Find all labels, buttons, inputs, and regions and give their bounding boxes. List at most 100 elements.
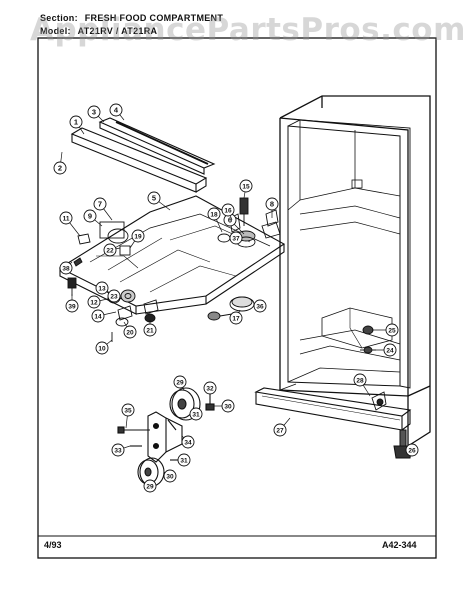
callout-number: 30 [224,404,232,411]
callout-33: 33 [111,443,131,457]
callout-bubble [353,373,367,387]
callout-bubble [221,203,235,217]
footer-diagram-code: A42-344 [382,540,417,550]
callout-bubble [177,453,191,467]
callout-number: 37 [232,236,240,243]
callout-31: 31 [189,407,203,421]
callout-4: 4 [109,103,125,121]
callout-number: 6 [228,216,232,225]
callout-bubble [87,295,101,309]
callout-bubble [65,299,79,313]
callout-number: 26 [408,448,416,455]
callout-14: 14 [91,309,117,323]
callout-31: 31 [176,453,191,467]
callout-bubble [405,443,419,457]
callout-number: 34 [184,440,192,447]
cabinet-hardware [360,325,387,411]
callout-number: 33 [114,448,122,455]
callout-number: 38 [62,266,70,273]
callout-bubble [131,229,145,243]
callout-number: 9 [88,212,92,221]
callout-number: 3 [92,108,96,117]
callout-bubble [221,399,235,413]
callout-30: 30 [163,469,177,483]
callout-15: 15 [239,179,253,199]
callout-number: 17 [232,316,240,323]
callout-bubble [87,105,101,119]
callout-number: 32 [206,386,214,393]
callout-bubble [143,479,157,493]
callout-bubble [147,191,161,205]
callout-number: 35 [124,408,132,415]
callout-bubble [163,469,177,483]
callout-number: 4 [114,106,119,115]
callout-bubble [111,443,125,457]
callout-number: 5 [152,194,156,203]
callout-34: 34 [181,435,195,449]
callout-30: 30 [214,399,235,413]
callout-8: 8 [265,197,279,218]
callout-10: 10 [95,339,113,355]
callout-number: 31 [192,412,200,419]
callout-bubble [123,325,137,339]
callout-19: 19 [129,229,145,249]
callout-number: 15 [242,184,250,191]
callout-bubble [91,309,105,323]
callout-number: 29 [176,380,184,387]
callout-24: 24 [372,343,397,357]
refrigerator-cabinet [279,95,431,448]
callout-number: 39 [68,304,76,311]
model-value: AT21RV / AT21RA [77,26,158,36]
callout-number: 1 [74,118,78,127]
callout-number: 18 [210,212,218,219]
evaporator-pan-assembly [58,195,286,315]
callout-36: 36 [253,299,267,313]
callout-number: 8 [270,200,274,209]
callout-bubble [107,289,121,303]
small-hardware [67,197,281,342]
diagram-border [37,37,437,559]
callout-bubble [69,115,83,129]
callout-bubble [207,207,221,221]
callout-32: 32 [203,381,217,395]
callout-number: 36 [256,304,264,311]
callout-38: 38 [59,261,73,275]
callout-9: 9 [83,209,103,227]
callout-bubble [95,281,109,295]
callout-bubble [83,209,97,223]
callout-20: 20 [123,321,137,339]
callout-bubble [93,197,107,211]
callout-21: 21 [143,320,157,337]
callout-number: 21 [146,328,154,335]
callout-25: 25 [372,323,399,337]
callout-23: 23 [107,289,121,303]
callout-number: 22 [106,248,114,255]
callout-28: 28 [353,373,371,397]
callout-3: 3 [87,105,105,123]
callout-bubble [189,407,203,421]
callout-22: 22 [103,243,121,257]
watermark-text: AppliancePartsPros.com [30,12,463,48]
callout-number: 24 [386,348,394,355]
section-label: Section: [40,13,78,23]
callout-number: 25 [388,328,396,335]
callout-29: 29 [143,479,157,493]
callout-number: 31 [180,458,188,465]
callout-number: 11 [63,216,70,223]
callout-number: 27 [276,428,284,435]
callout-number: 12 [90,300,98,307]
callout-number: 20 [126,330,134,337]
callout-7: 7 [93,197,113,221]
callout-number: 28 [356,378,364,385]
callout-39: 39 [65,294,79,313]
callout-11: 11 [59,211,81,237]
callout-18: 18 [207,207,223,233]
callout-number: 13 [98,286,106,293]
callout-bubble [59,261,73,275]
callout-number: 7 [98,200,102,209]
top-rail-parts [70,117,216,193]
callout-26: 26 [405,443,419,457]
